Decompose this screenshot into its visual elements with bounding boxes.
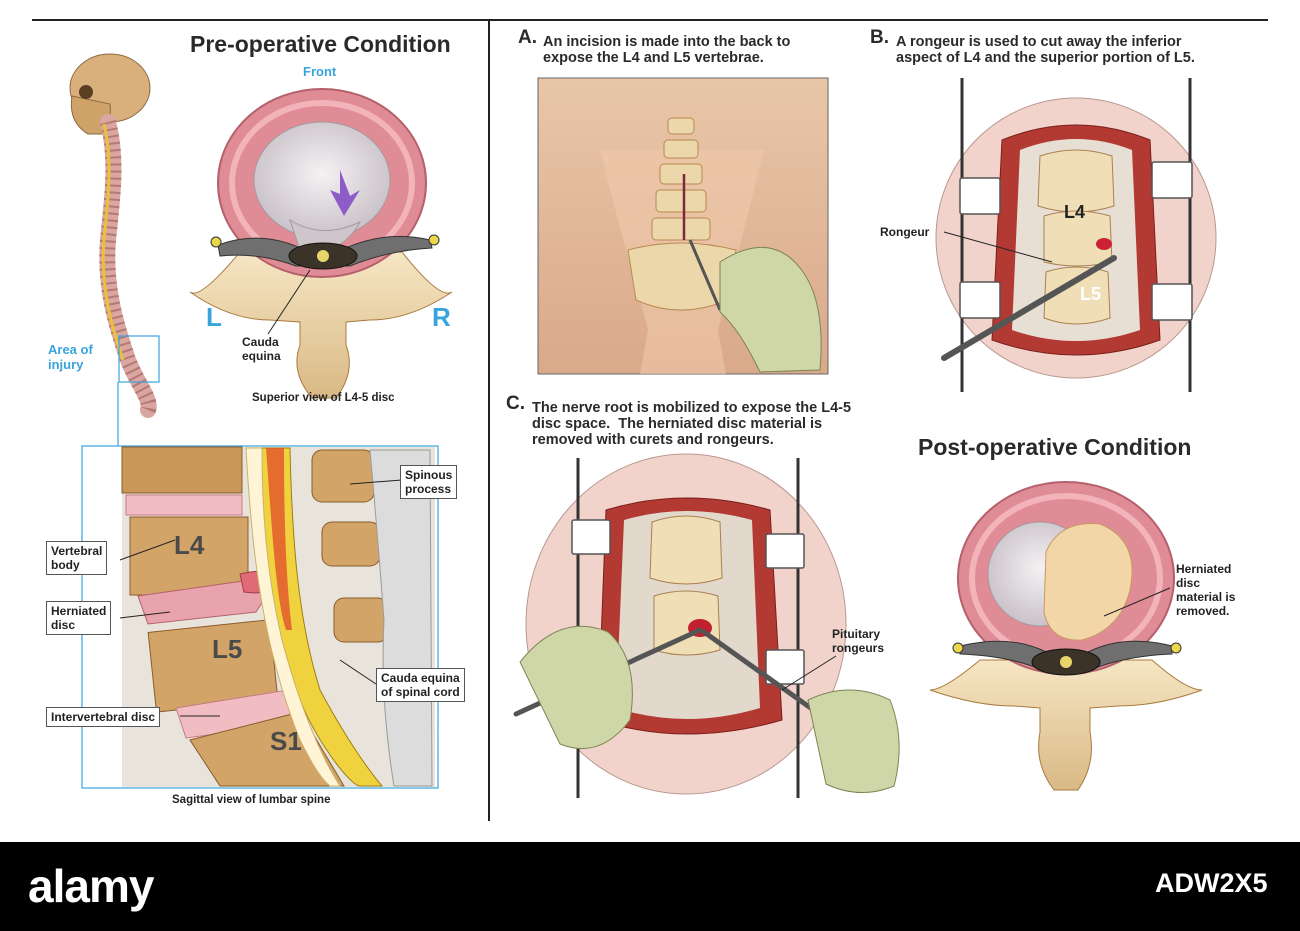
cauda-equina-cord-label: Cauda equina of spinal cord bbox=[376, 668, 465, 702]
watermark-bar bbox=[0, 842, 1300, 931]
pituitary-rongeurs-leader bbox=[781, 655, 837, 691]
panel-a-illustration bbox=[537, 77, 829, 375]
cauda-equina-label: Cauda equina bbox=[242, 335, 281, 363]
spinous-process-label: Spinous process bbox=[400, 465, 458, 499]
right-label: R bbox=[432, 302, 451, 332]
cauda-equina-cord-leader bbox=[339, 659, 377, 685]
l5-label: L5 bbox=[212, 634, 243, 664]
step-b: B. bbox=[870, 27, 889, 48]
step-c-text: The nerve root is mobilized to expose th… bbox=[532, 400, 852, 448]
step-a-letter: A. bbox=[518, 27, 537, 48]
l4-label: L4 bbox=[174, 530, 205, 560]
top-divider bbox=[32, 19, 1268, 21]
pituitary-rongeurs-label: Pituitary rongeurs bbox=[832, 627, 885, 655]
intervertebral-disc-label: Intervertebral disc bbox=[46, 707, 161, 727]
preop-title: Pre-operative Condition bbox=[190, 31, 451, 57]
b-l4-label: L4 bbox=[1064, 202, 1086, 222]
panel-c-illustration bbox=[513, 453, 900, 798]
skeleton-figure bbox=[69, 53, 157, 418]
postop-title: Post-operative Condition bbox=[918, 434, 1192, 460]
area-of-injury-label: Area of injury bbox=[48, 342, 93, 372]
sagittal-spine-view bbox=[81, 445, 439, 789]
cauda-equina-leader bbox=[267, 269, 311, 335]
vertebral-body-label: Vertebral body bbox=[46, 541, 108, 575]
spinous-process-leader bbox=[349, 479, 403, 485]
area-of-injury-box bbox=[118, 335, 160, 383]
herniated-disc-label: Herniated disc bbox=[46, 601, 112, 635]
step-c: C. bbox=[506, 393, 525, 414]
left-label: L bbox=[206, 302, 222, 332]
image-code: ADW2X5 bbox=[1155, 868, 1268, 898]
step-b-letter: B. bbox=[870, 27, 889, 48]
brand-logo: alamy bbox=[28, 860, 154, 912]
b-l5-label: L5 bbox=[1080, 284, 1102, 304]
step-a-text: An incision is made into the back to exp… bbox=[543, 34, 791, 66]
postop-disc-view bbox=[929, 481, 1203, 791]
s1-label: S1 bbox=[270, 726, 302, 756]
superior-disc-view bbox=[189, 88, 453, 399]
step-b-text: A rongeur is used to cut away the inferi… bbox=[896, 34, 1195, 66]
sagittal-caption: Sagittal view of lumbar spine bbox=[172, 794, 331, 806]
removed-leader bbox=[1103, 587, 1171, 617]
rongeur-leader bbox=[943, 231, 1053, 263]
panel-b-illustration bbox=[935, 78, 1217, 392]
center-divider bbox=[488, 19, 490, 821]
superior-view-caption: Superior view of L4-5 disc bbox=[252, 392, 395, 404]
step-c-letter: C. bbox=[506, 393, 525, 414]
removed-label: Herniated disc material is removed. bbox=[1176, 562, 1236, 618]
rongeur-label: Rongeur bbox=[880, 225, 930, 239]
front-label: Front bbox=[303, 64, 337, 79]
step-a: A. bbox=[518, 27, 537, 48]
vertebral-body-leader bbox=[119, 539, 176, 561]
herniated-disc-leader bbox=[119, 611, 171, 619]
